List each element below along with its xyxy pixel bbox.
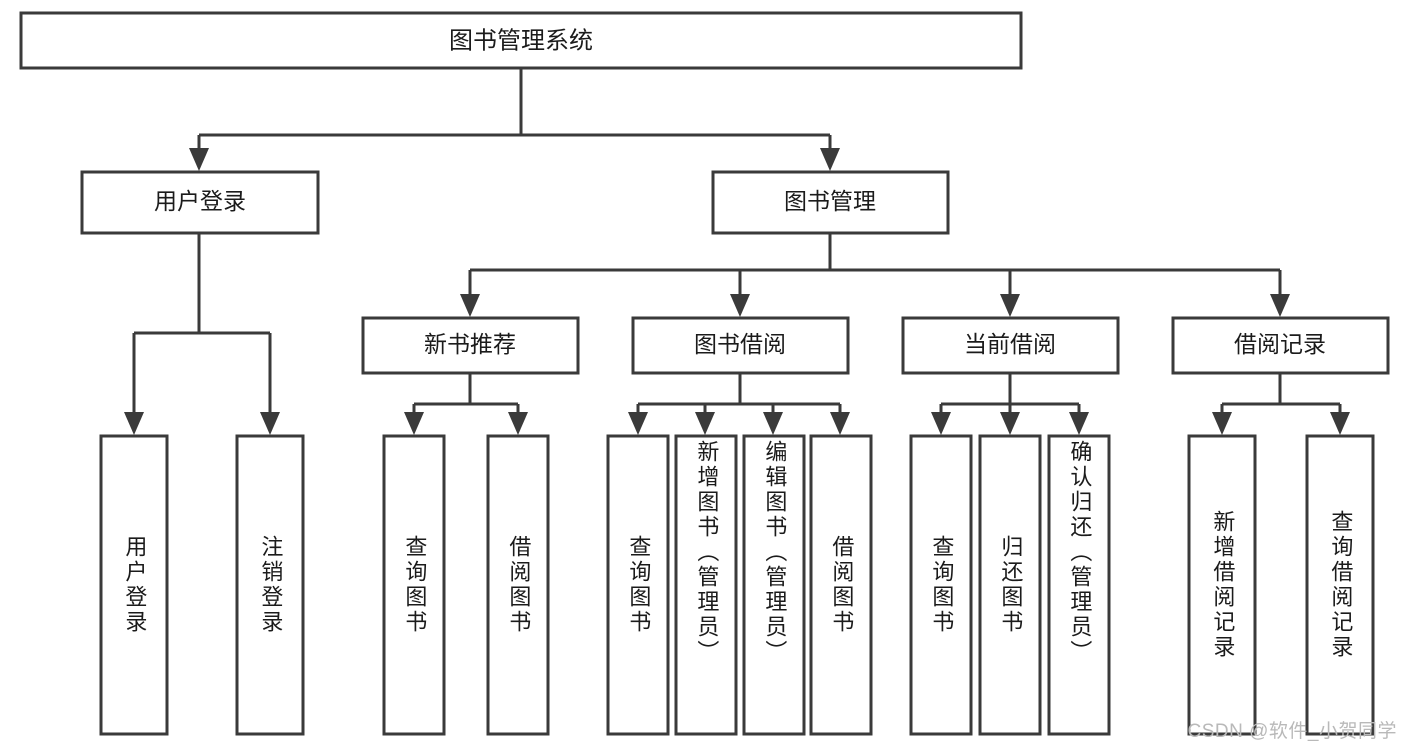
arrow-icon-bookmgmt-to-newbook [460,294,480,317]
arrow-icon-current-to-leaf1 [931,412,951,435]
leaf-box-user-login-2[interactable] [235,434,305,736]
arrow-icon-root-to-userlogin [189,148,209,171]
node-new-book-recommend-label: 新书推荐 [424,331,516,357]
node-user-login[interactable] [80,170,320,235]
arrow-icon-bookmgmt-to-record [1270,294,1290,317]
node-book-management-label: 图书管理 [784,188,876,214]
node-current-borrow-label: 当前借阅 [964,331,1056,357]
arrow-icon-userlogin-to-leaf1 [124,412,144,435]
arrow-icon-bookmgmt-to-borrow [730,294,750,317]
leaf-box-new-book-1[interactable] [382,434,446,736]
arrowhead-layer [124,148,1350,435]
arrow-icon-root-to-bookmgmt [820,148,840,171]
arrow-icon-current-to-leaf2 [1000,412,1020,435]
leaf-box-current-borrow-1[interactable] [909,434,973,736]
node-book-borrow[interactable] [631,316,850,375]
leaf-box-book-borrow-4[interactable] [809,434,873,736]
arrow-icon-record-to-leaf1 [1212,412,1232,435]
leaf-box-book-borrow-3[interactable] [742,434,806,736]
node-root-system-label: 图书管理系统 [449,27,593,54]
node-borrow-record[interactable] [1171,316,1390,375]
node-layer: 图书管理系统 用户登录 图书管理 新书推荐 图书借阅 当前借阅 借阅记录 [19,11,1390,736]
leaf-box-book-borrow-2[interactable] [674,434,738,736]
arrow-icon-borrow-to-leaf4 [830,412,850,435]
leaf-box-book-borrow-1[interactable] [606,434,670,736]
node-new-book-recommend[interactable] [361,316,580,375]
watermark: CSDN @软件_小贺同学 [1187,721,1397,742]
node-root-system[interactable] [19,11,1023,70]
node-book-management[interactable] [711,170,950,235]
node-book-borrow-label: 图书借阅 [694,331,786,357]
arrow-icon-newbook-to-leaf2 [508,412,528,435]
leaf-box-new-book-2[interactable] [486,434,550,736]
node-current-borrow[interactable] [901,316,1120,375]
arrow-icon-borrow-to-leaf2 [695,412,715,435]
leaf-box-borrow-record-1[interactable] [1187,434,1257,736]
node-borrow-record-label: 借阅记录 [1234,331,1326,357]
arrow-icon-borrow-to-leaf3 [763,412,783,435]
leaf-box-user-login-1[interactable] [99,434,169,736]
arrow-icon-userlogin-to-leaf2 [260,412,280,435]
leaf-box-current-borrow-2[interactable] [978,434,1042,736]
leaf-box-current-borrow-3[interactable] [1047,434,1111,736]
arrow-icon-borrow-to-leaf1 [628,412,648,435]
leaf-box-borrow-record-2[interactable] [1305,434,1375,736]
arrow-icon-current-to-leaf3 [1069,412,1089,435]
arrow-icon-bookmgmt-to-current [1000,294,1020,317]
arrow-icon-record-to-leaf2 [1330,412,1350,435]
arrow-icon-newbook-to-leaf1 [404,412,424,435]
node-user-login-label: 用户登录 [154,188,246,214]
